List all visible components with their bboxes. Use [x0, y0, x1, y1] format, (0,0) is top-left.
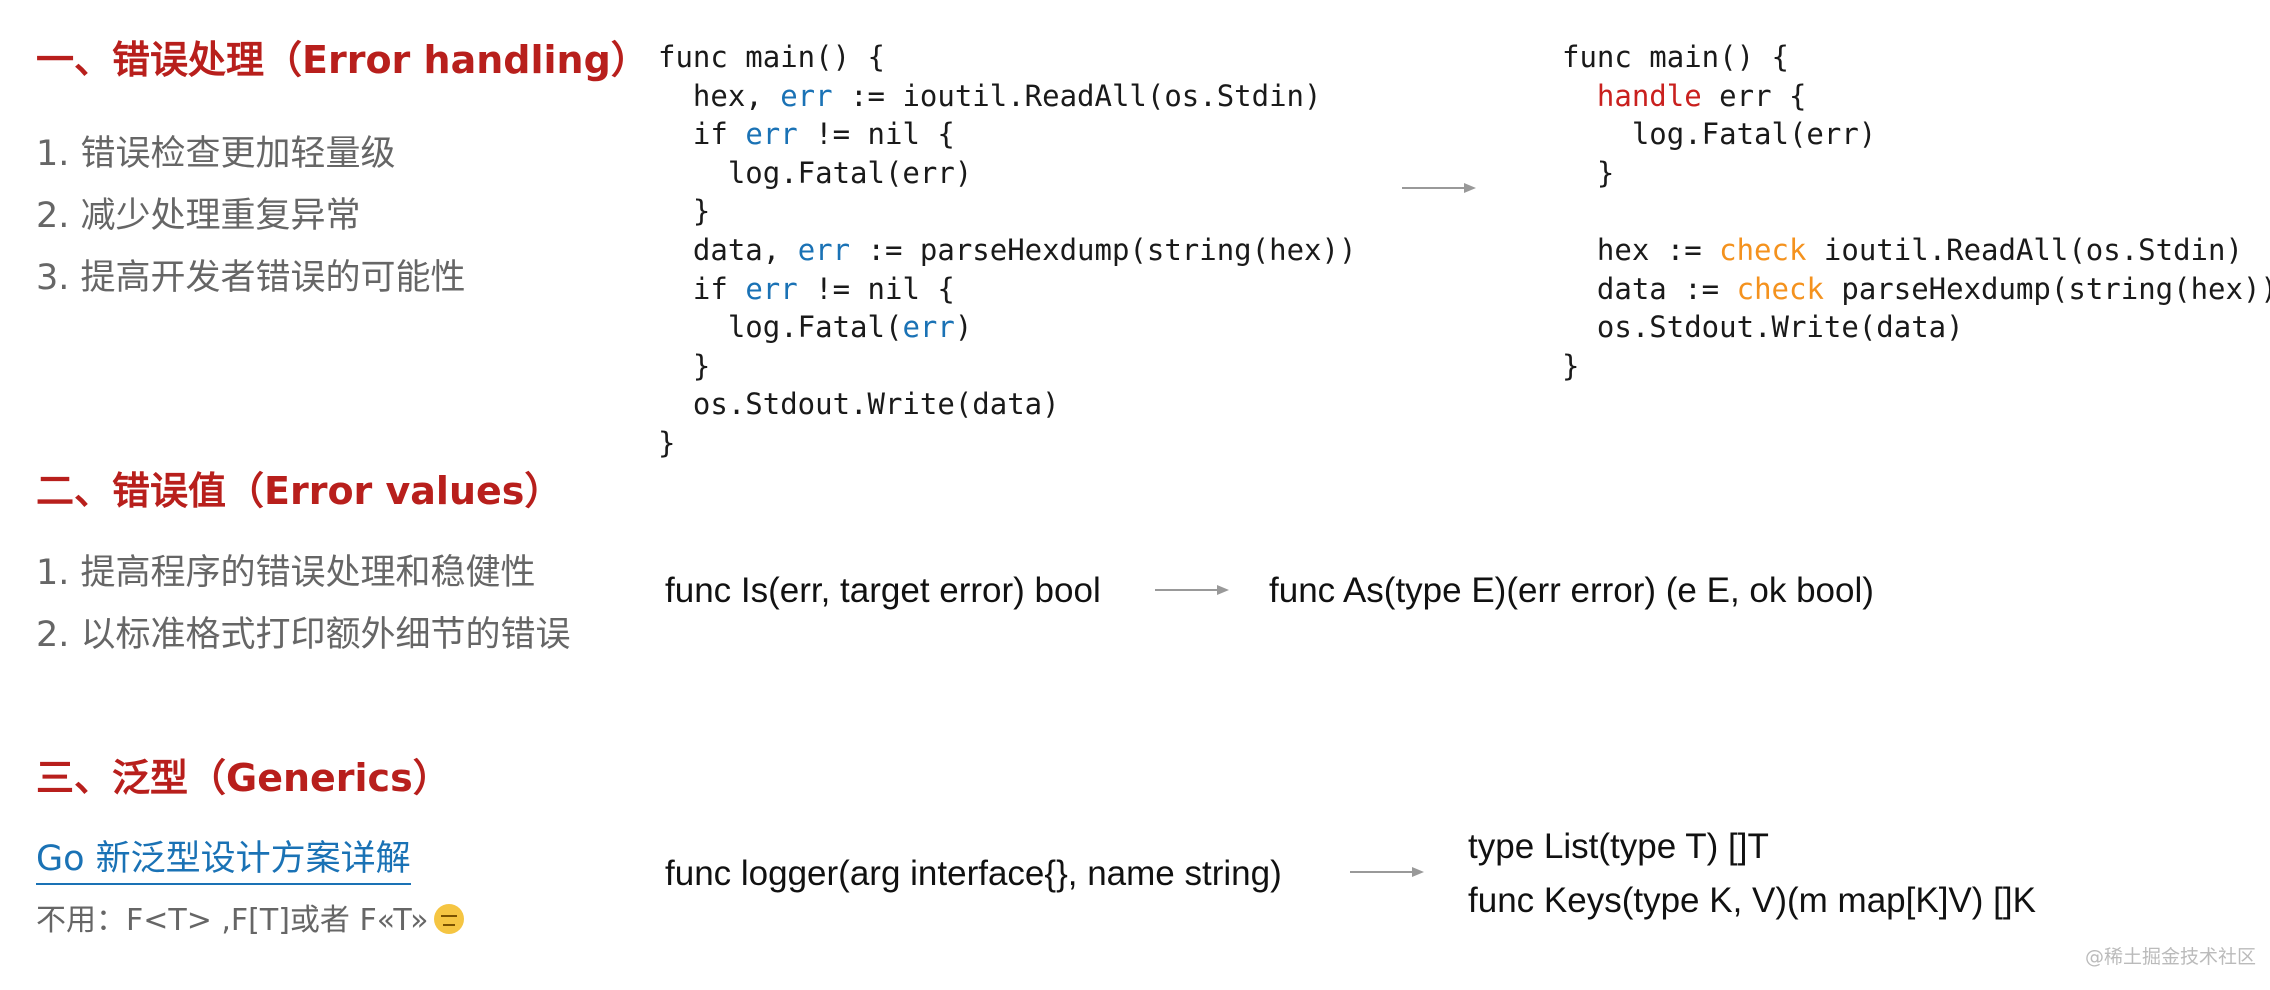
- code-keyword: err: [780, 78, 833, 113]
- arrow-right-icon: [1350, 867, 1424, 877]
- list-item: 2. 以标准格式打印额外细节的错误: [36, 615, 571, 655]
- code-line: os.Stdout.Write(data): [658, 385, 1356, 424]
- code-keyword: check: [1719, 232, 1807, 267]
- code-token: }: [1562, 155, 1615, 190]
- code-keyword: check: [1736, 271, 1824, 306]
- list-item: 1. 错误检查更加轻量级: [36, 134, 396, 174]
- code-token: os.Stdout.Write(data): [658, 387, 1060, 422]
- code-token: func main() {: [1562, 40, 1789, 74]
- code-line: log.Fatal(err): [658, 154, 1356, 193]
- code-block-before: func main() { hex, err := ioutil.ReadAll…: [658, 38, 1356, 463]
- code-line: if err != nil {: [658, 115, 1356, 154]
- watermark: @稀土掘金技术社区: [2085, 946, 2257, 968]
- code-block-after: func main() { handle err { log.Fatal(err…: [1562, 38, 2270, 385]
- code-token: if: [658, 117, 746, 152]
- code-line: func main() {: [1562, 38, 2270, 77]
- code-token: data,: [658, 232, 798, 267]
- code-token: log.Fatal(: [658, 310, 903, 345]
- signature-as: func As(type E)(err error) (e E, ok bool…: [1269, 571, 1874, 610]
- generics-design-link[interactable]: Go 新泛型设计方案详解: [36, 838, 411, 885]
- code-token: }: [658, 425, 676, 460]
- code-token: [1562, 79, 1597, 113]
- code-token: }: [658, 194, 711, 229]
- code-line: log.Fatal(err): [658, 308, 1356, 347]
- code-line: data, err := parseHexdump(string(hex)): [658, 231, 1357, 270]
- code-token: log.Fatal(err): [658, 155, 973, 190]
- code-keyword: err: [902, 310, 955, 345]
- section-heading-generics: 三、泛型（Generics）: [36, 756, 451, 800]
- arrow-right-icon: [1155, 585, 1229, 595]
- code-keyword: err: [745, 117, 798, 152]
- code-line: }: [658, 192, 1356, 231]
- code-token: }: [1562, 348, 1580, 383]
- code-line: data := check parseHexdump(string(hex)): [1562, 270, 2270, 309]
- list-item: 2. 减少处理重复异常: [36, 196, 361, 236]
- code-token: parseHexdump(string(hex)): [1823, 271, 2270, 306]
- code-line: os.Stdout.Write(data): [1562, 308, 2270, 347]
- code-line: log.Fatal(err): [1562, 115, 2270, 154]
- signature-logger: func logger(arg interface{}, name string…: [665, 854, 1282, 893]
- code-token: ioutil.ReadAll(os.Stdin): [1806, 232, 2243, 267]
- code-token: hex :=: [1562, 232, 1720, 267]
- signature-keys: func Keys(type K, V)(m map[K]V) []K: [1468, 881, 2036, 920]
- code-token: os.Stdout.Write(data): [1562, 310, 1964, 345]
- code-keyword: handle: [1596, 78, 1702, 113]
- code-token: if: [658, 271, 746, 306]
- list-item: 3. 提高开发者错误的可能性: [36, 258, 466, 298]
- code-keyword: err: [745, 271, 798, 306]
- code-token: err {: [1701, 78, 1807, 113]
- code-line: }: [658, 347, 1356, 386]
- code-token: hex,: [658, 78, 781, 113]
- code-token: != nil {: [797, 117, 955, 152]
- section-heading-error-handling: 一、错误处理（Error handling）: [36, 38, 649, 82]
- section-heading-error-values: 二、错误值（Error values）: [36, 469, 563, 513]
- code-token: data :=: [1562, 271, 1737, 306]
- code-line: hex, err := ioutil.ReadAll(os.Stdin): [658, 77, 1356, 116]
- signature-is: func Is(err, target error) bool: [665, 571, 1101, 610]
- syntax-note: 不用：F<T> ,F[T]或者 F«T»: [36, 903, 465, 939]
- code-line: }: [1562, 347, 2270, 386]
- code-token: ): [954, 310, 973, 345]
- code-token: log.Fatal(err): [1562, 117, 1877, 152]
- code-keyword: err: [797, 232, 851, 267]
- arrow-right-icon: [1402, 183, 1476, 193]
- syntax-note-text: 不用：F<T> ,F[T]或者 F«T»: [36, 903, 429, 938]
- signature-list-type: type List(type T) []T: [1468, 827, 1769, 866]
- code-token: != nil {: [797, 271, 955, 306]
- code-line: }: [1562, 154, 2270, 193]
- code-line: [1562, 192, 2270, 231]
- code-line: if err != nil {: [658, 270, 1356, 309]
- code-token: }: [658, 348, 711, 383]
- code-token: func main() {: [658, 40, 885, 74]
- list-item: 1. 提高程序的错误处理和稳健性: [36, 553, 536, 593]
- code-line: func main() {: [658, 38, 1356, 77]
- code-line: }: [658, 424, 1356, 463]
- code-token: := ioutil.ReadAll(os.Stdin): [832, 78, 1322, 113]
- code-line: hex := check ioutil.ReadAll(os.Stdin): [1562, 231, 2270, 270]
- code-line: handle err {: [1562, 77, 2270, 116]
- downcast-face-with-sweat-icon: [434, 904, 465, 934]
- code-token: := parseHexdump(string(hex)): [850, 232, 1357, 267]
